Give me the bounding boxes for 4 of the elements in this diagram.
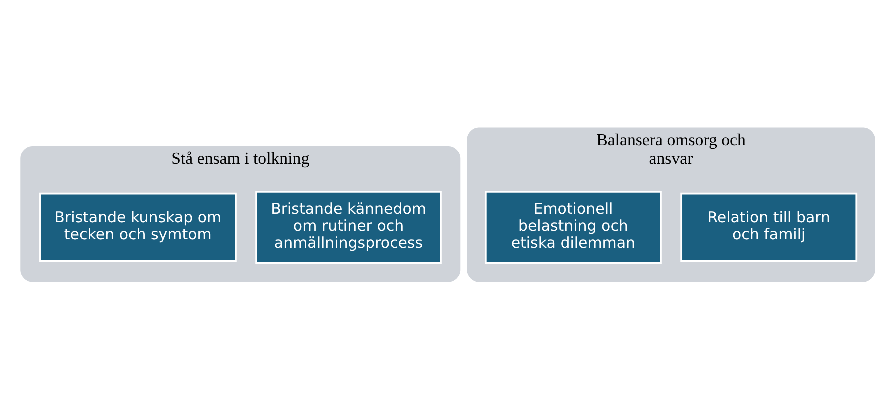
node-box: Bristande kunskap om tecken och symtom <box>39 192 237 262</box>
node-box: Emotionell belastning och etiska dilemman <box>484 190 662 264</box>
node-box: Bristande kännedom om rutiner och anmällningsprocess <box>256 190 442 264</box>
node-box: Relation till barn och familj <box>680 192 858 262</box>
